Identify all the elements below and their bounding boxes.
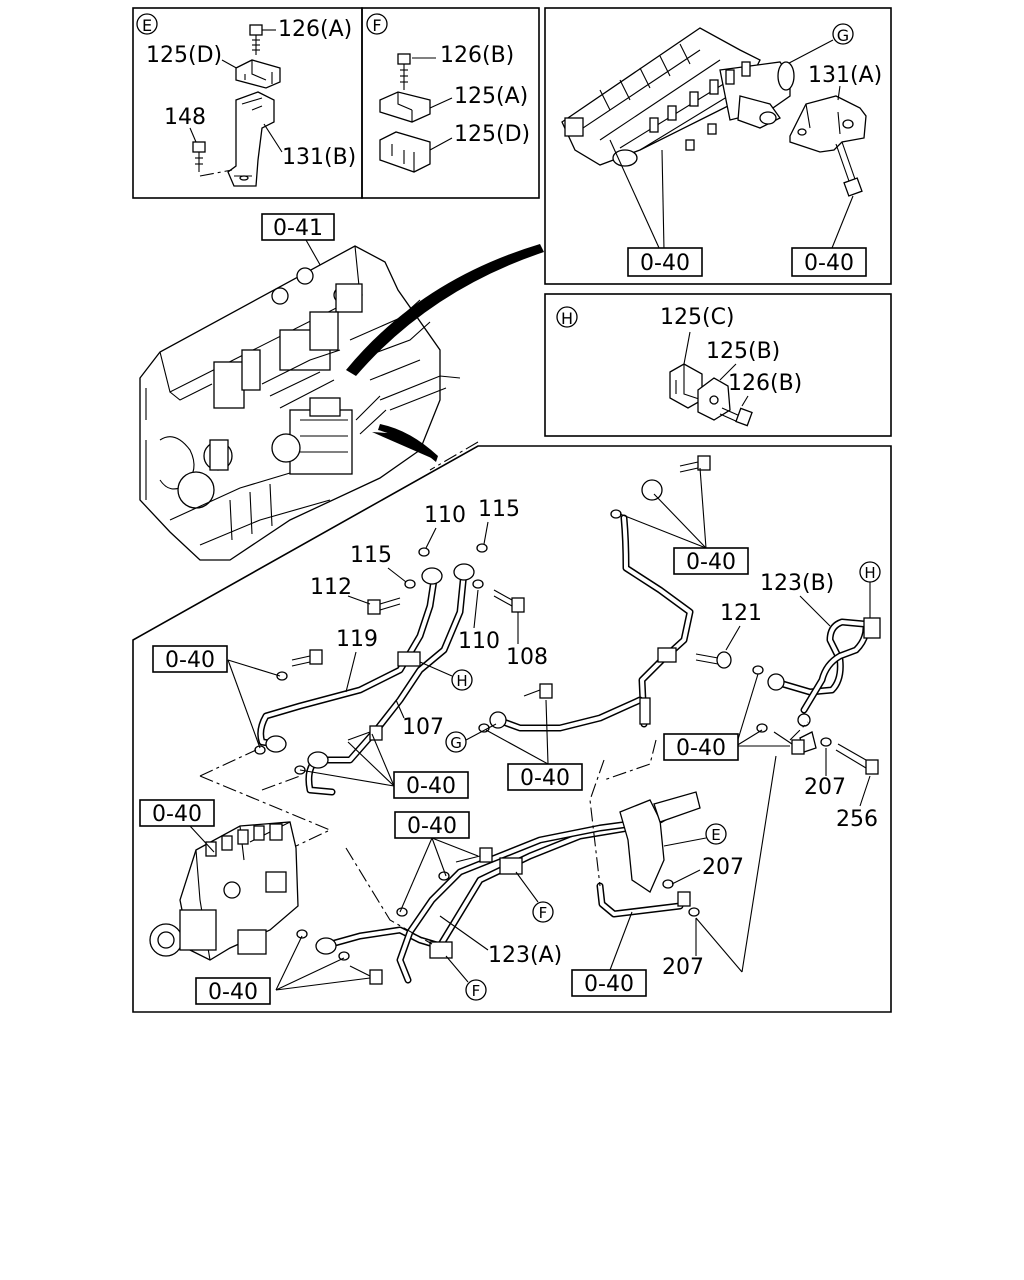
label-131b: 131(B): [282, 145, 356, 170]
label-126b-h: 126(B): [728, 371, 802, 396]
callout-h-main: H: [456, 672, 467, 690]
label-041: 0-41: [273, 216, 323, 241]
label-040-g1: 0-40: [640, 251, 690, 276]
box-040-2: 0-40: [406, 774, 456, 799]
label-125c: 125(C): [660, 305, 735, 330]
callout-g-main: G: [450, 734, 462, 752]
pump-rear-assembly: [561, 27, 795, 167]
engine-illustration: 0-41: [139, 213, 544, 561]
bolt-256: [835, 743, 879, 775]
label-125a: 125(A): [454, 84, 528, 109]
clamp-125d-f: [379, 131, 431, 173]
label-119: 119: [336, 627, 378, 652]
bolt-right: [773, 731, 805, 755]
label-107: 107: [402, 715, 444, 740]
panel-e-letter: E: [142, 16, 152, 35]
label-121: 121: [720, 601, 762, 626]
label-110-top: 110: [424, 503, 466, 528]
label-256: 256: [836, 807, 878, 832]
clamp-125c: [669, 363, 703, 409]
main-panel-frame: [132, 445, 892, 1013]
label-110-mid: 110: [458, 629, 500, 654]
box-040-9: 0-40: [584, 972, 634, 997]
panel-f-letter: F: [372, 16, 381, 35]
label-115-left: 115: [350, 543, 392, 568]
bracket-131a: [789, 95, 867, 153]
box-040-5: 0-40: [676, 736, 726, 761]
label-125b-h: 125(B): [706, 339, 780, 364]
callout-f-main2: F: [472, 982, 481, 1000]
label-207-bottom: 207: [662, 955, 704, 980]
label-108: 108: [506, 645, 548, 670]
bolt-bottom: [349, 965, 383, 985]
box-040-1: 0-40: [165, 648, 215, 673]
bracket-131b: [227, 91, 275, 187]
label-207-mid: 207: [702, 855, 744, 880]
ref-boxes: 0-40 0-40 0-40 0-40 0-40 0-40 0-40 0-40 …: [139, 547, 749, 1005]
callout-e-main: E: [711, 826, 720, 844]
bolt-g: [835, 141, 863, 197]
box-040-8: 0-40: [208, 980, 258, 1005]
label-207-right: 207: [804, 775, 846, 800]
dash-lines: [199, 441, 809, 945]
label-040-g2: 0-40: [804, 251, 854, 276]
label-112: 112: [310, 575, 352, 600]
bolt-108: [493, 589, 525, 613]
label-148: 148: [164, 105, 206, 130]
bolt-top: [679, 455, 711, 473]
panel-f: F 126(B) 125(A) 125(D): [361, 7, 540, 199]
panel-h-letter: H: [561, 309, 573, 328]
box-040-4: 0-40: [686, 550, 736, 575]
injection-pump: [149, 821, 299, 961]
bolt-left: [291, 649, 323, 667]
panel-h: H 125(C) 125(B) 126(B): [544, 293, 892, 437]
fittings: [265, 479, 881, 959]
bolt-148: [192, 141, 206, 172]
callout-f-main1: F: [539, 904, 548, 922]
clamp-125d: [235, 59, 281, 89]
bolt-112: [367, 597, 401, 615]
label-131a: 131(A): [808, 63, 882, 88]
bolt-126b-f: [397, 53, 411, 90]
panel-e: E 126(A) 125(D) 131(B) 148: [132, 7, 363, 199]
bolt-126b-h: [719, 407, 753, 427]
label-123a: 123(A): [488, 943, 562, 968]
label-125d-f: 125(D): [454, 122, 530, 147]
box-040-7: 0-40: [407, 814, 457, 839]
bolt-126a: [249, 24, 263, 55]
bolt-e: [677, 891, 691, 907]
panel-g-letter: G: [837, 26, 849, 45]
panel-g: G 131(A): [544, 7, 892, 285]
box-040-3: 0-40: [520, 766, 570, 791]
main-labels: 110 115 115 112 110 108 119 107 121 123(…: [189, 467, 878, 991]
callout-h-right: H: [864, 564, 875, 582]
label-123b: 123(B): [760, 571, 834, 596]
label-125d-e: 125(D): [146, 43, 222, 68]
bolt-f: [455, 847, 493, 863]
pipe-network: [257, 514, 870, 984]
label-126a: 126(A): [278, 17, 352, 42]
box-040-6: 0-40: [152, 802, 202, 827]
label-115-top: 115: [478, 497, 520, 522]
callouts: H G F F E H: [419, 561, 881, 1001]
bolt-121: [695, 651, 732, 669]
bolt-g: [523, 683, 553, 699]
label-126b-f: 126(B): [440, 43, 514, 68]
